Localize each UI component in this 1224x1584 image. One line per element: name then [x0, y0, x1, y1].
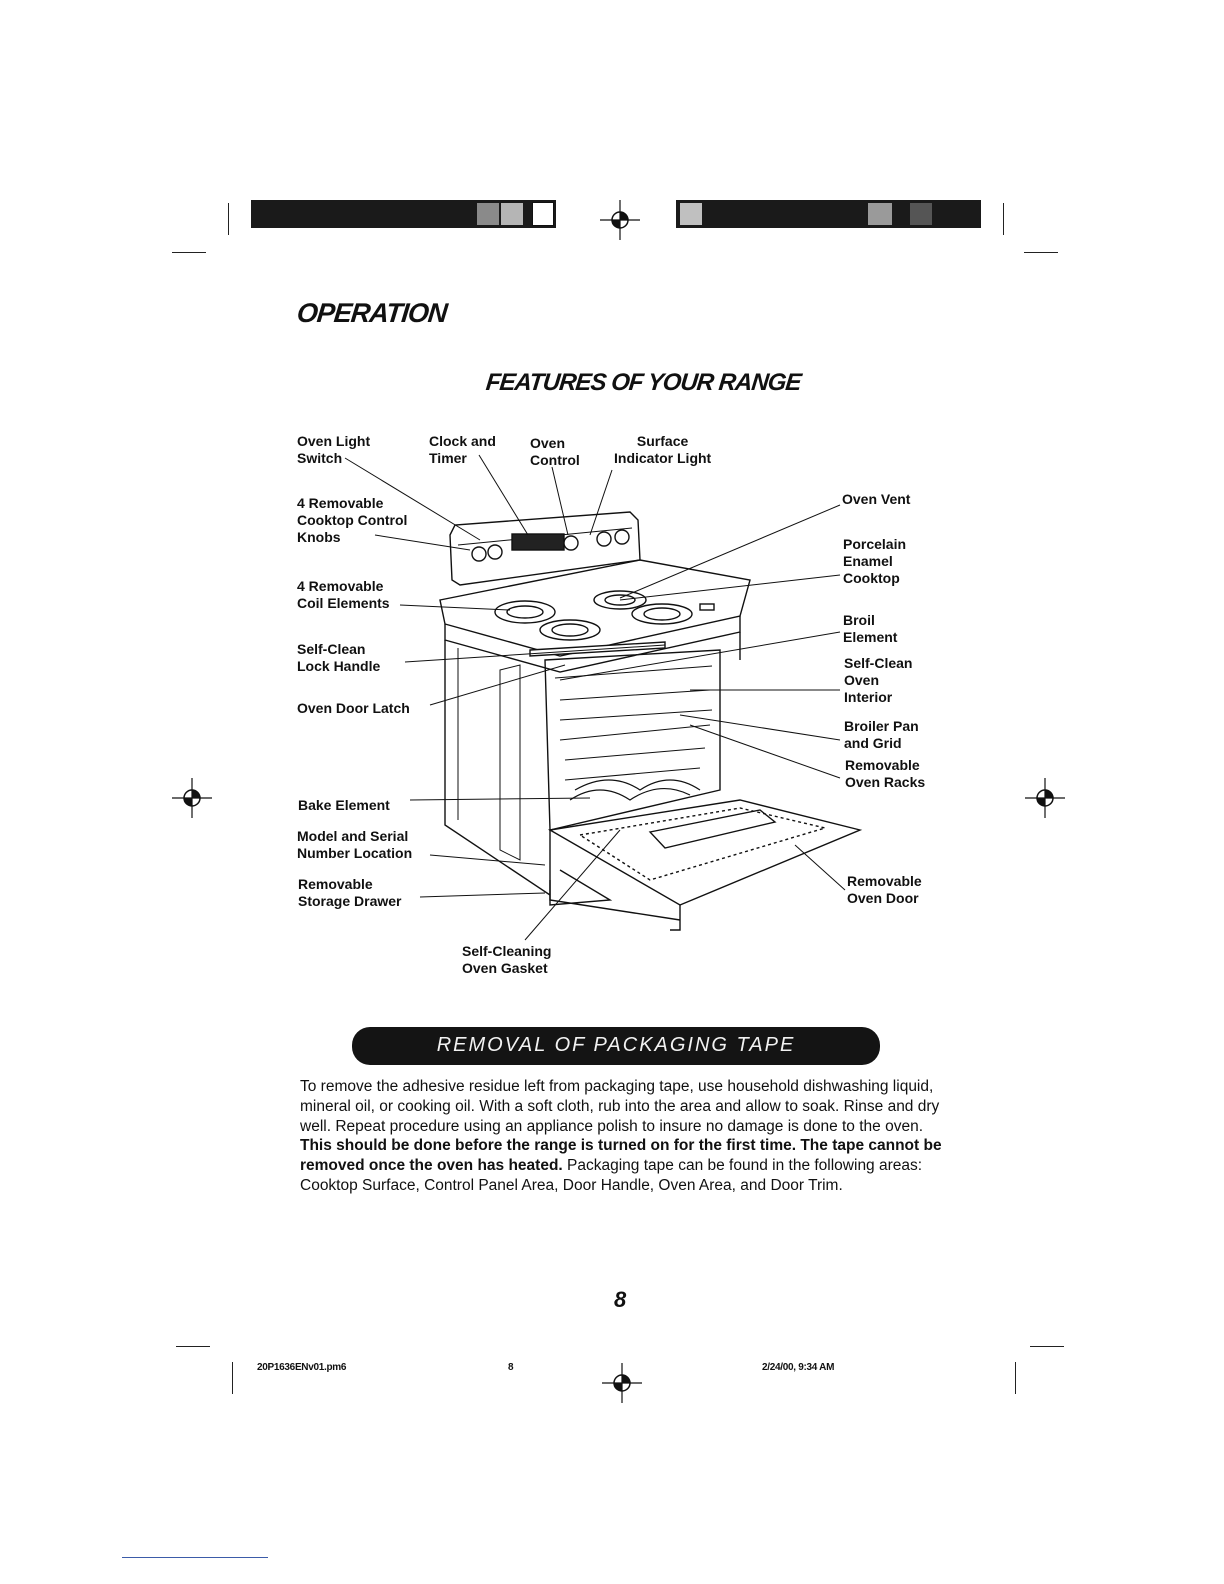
footer-filename: 20P1636ENv01.pm6	[257, 1362, 347, 1373]
feature-title: FEATURES OF YOUR RANGE	[484, 369, 802, 396]
section-banner: REMOVAL OF PACKAGING TAPE	[352, 1027, 880, 1065]
label-model-serial: Model and Serial Number Location	[297, 828, 413, 861]
footer-page: 8	[508, 1362, 514, 1373]
label-lock-handle: Self-Clean Lock Handle	[297, 641, 381, 674]
crop-mark	[172, 252, 206, 253]
crop-mark	[1003, 203, 1004, 235]
footer-datetime: 2/24/00, 9:34 AM	[762, 1362, 835, 1373]
label-oven-control: Oven Control	[530, 435, 580, 468]
label-surface-indicator: Surface Indicator Light	[614, 433, 712, 466]
label-oven-racks: Removable Oven Racks	[845, 757, 926, 790]
paragraph-text: To remove the adhesive residue left from…	[300, 1078, 940, 1135]
divider	[122, 1557, 268, 1558]
label-oven-interior: Self-Clean Oven Interior	[844, 655, 913, 705]
crop-mark	[1030, 1346, 1064, 1347]
target-icon	[600, 200, 640, 240]
crop-mark	[1024, 252, 1058, 253]
label-porcelain-cooktop: Porcelain Enamel Cooktop	[843, 536, 907, 586]
label-oven-vent: Oven Vent	[842, 491, 911, 507]
label-coil-elements: 4 Removable Coil Elements	[297, 578, 390, 611]
label-door-latch: Oven Door Latch	[297, 700, 410, 716]
label-oven-gasket: Self-Cleaning Oven Gasket	[462, 943, 552, 976]
target-icon	[602, 1363, 642, 1403]
target-icon	[1025, 778, 1065, 818]
label-broil-element: Broil Element	[843, 612, 898, 645]
paragraph-warning: This should be done before the range is …	[300, 1137, 942, 1175]
crop-mark	[1015, 1362, 1016, 1394]
registration-bar-right	[676, 200, 981, 228]
range-illustration	[344, 454, 863, 941]
section-banner-text: REMOVAL OF PACKAGING TAPE	[436, 1034, 796, 1056]
target-icon	[172, 778, 212, 818]
label-storage-drawer: Removable Storage Drawer	[298, 876, 402, 909]
section-title: OPERATION	[295, 298, 449, 328]
packaging-tape-paragraph: To remove the adhesive residue left from…	[300, 1077, 950, 1196]
page-number: 8	[614, 1287, 627, 1312]
label-broiler-pan: Broiler Pan and Grid	[844, 718, 919, 751]
crop-mark	[228, 203, 229, 235]
label-cooktop-knobs: 4 Removable Cooktop Control Knobs	[297, 495, 408, 545]
registration-bar-left	[251, 200, 556, 228]
label-bake-element: Bake Element	[298, 797, 390, 813]
label-clock-timer: Clock and Timer	[429, 433, 496, 466]
label-oven-door: Removable Oven Door	[847, 873, 922, 906]
crop-mark	[176, 1346, 210, 1347]
paragraph-text: Packaging tape can be found in the follo…	[300, 1157, 923, 1194]
label-oven-light-switch: Oven Light Switch	[297, 433, 371, 466]
crop-mark	[232, 1362, 233, 1394]
